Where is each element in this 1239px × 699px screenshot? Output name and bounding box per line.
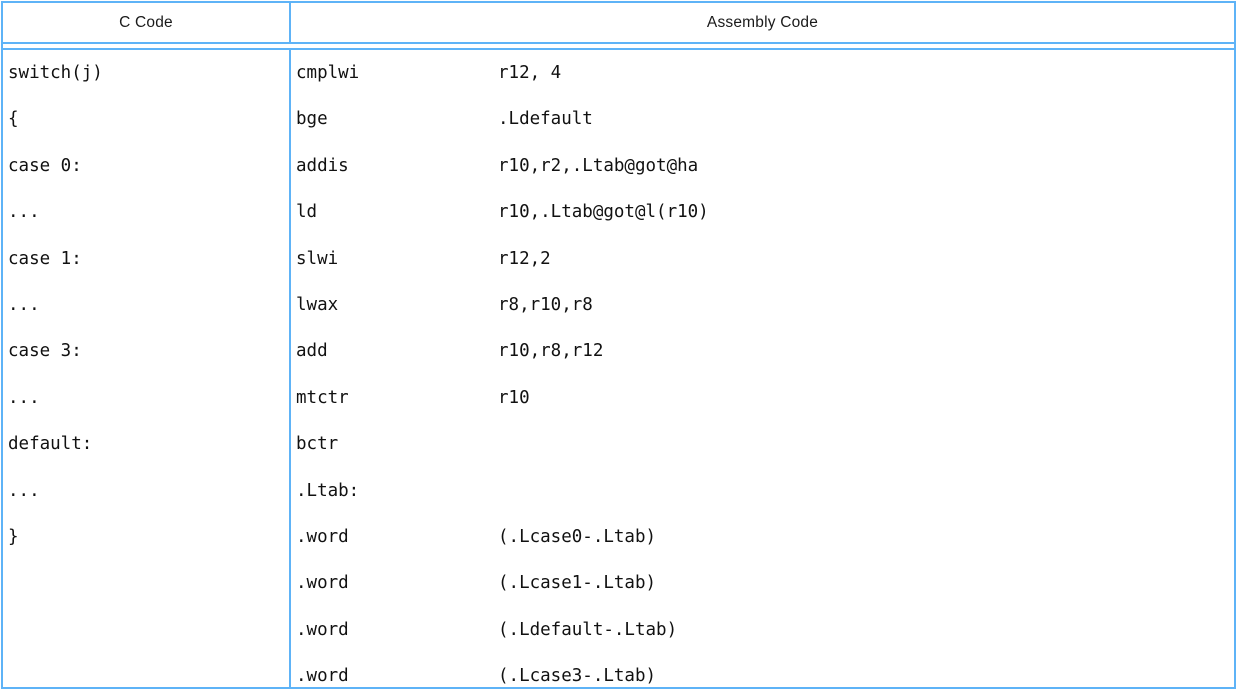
assembly-operand: (.Ldefault-.Ltab) [498,619,678,640]
assembly-operand: r12,2 [498,248,551,269]
assembly-line: slwi r12,2 [291,236,1234,282]
table-header-row: C Code Assembly Code [3,3,1234,42]
assembly-operand: (.Lcase0-.Ltab) [498,526,657,547]
assembly-mnemonic: ld [296,202,318,223]
assembly-operand: r10,.Ltab@got@l(r10) [498,202,709,223]
assembly-operand: r10,r8,r12 [498,341,604,362]
assembly-line: addis r10,r2,.Ltab@got@ha [291,143,1234,189]
c-code-line: ... [8,387,40,408]
assembly-line: bctr [291,421,1234,467]
assembly-mnemonic: .word [296,619,349,640]
assembly-operand: r12, 4 [498,63,562,83]
c-code-line: case 1: [8,248,82,269]
assembly-mnemonic: bctr [296,434,339,455]
assembly-line: cmplwi r12, 4 [291,50,1234,96]
assembly-line: mtctr r10 [291,375,1234,421]
header-separator-line-top [3,42,1234,44]
assembly-line: .word (.Lcase3-.Ltab) [291,653,1234,699]
assembly-code-column: cmplwi r12, 4 bge .Ldefault addis r10,r2… [291,50,1234,687]
assembly-mnemonic: mtctr [296,387,349,408]
assembly-operand: r10,r2,.Ltab@got@ha [498,155,699,176]
c-code-line: switch(j) [8,63,103,83]
assembly-mnemonic: .word [296,526,349,547]
column-header-assembly-code: Assembly Code [706,13,819,31]
assembly-mnemonic: .word [296,573,349,594]
assembly-line: .word (.Ldefault-.Ltab) [291,607,1234,653]
header-separator-double-rule [3,42,1234,50]
assembly-line: lwax r8,r10,r8 [291,282,1234,328]
c-code-line: case 0: [8,155,82,176]
table-body: switch(j) { case 0: ... case 1: ... case… [3,50,1234,687]
assembly-line: .Ltab: [291,468,1234,514]
column-header-c-code: C Code [3,3,291,42]
c-code-line: ... [8,202,40,223]
assembly-operand [498,468,1234,514]
assembly-line: ld r10,.Ltab@got@l(r10) [291,189,1234,235]
assembly-line: .word (.Lcase0-.Ltab) [291,514,1234,560]
assembly-operand: r10 [498,387,530,408]
assembly-line: .word (.Lcase1-.Ltab) [291,560,1234,606]
c-code-line: default: [8,434,93,455]
assembly-mnemonic: .Ltab: [296,480,360,501]
header-separator-line-bottom [3,48,1234,50]
c-code-line: ... [8,480,40,501]
c-code-line: ... [8,294,40,315]
assembly-line: add r10,r8,r12 [291,328,1234,374]
assembly-mnemonic: add [296,341,328,362]
assembly-mnemonic: addis [296,155,349,176]
assembly-operand: r8,r10,r8 [498,294,593,315]
assembly-line: bge .Ldefault [291,96,1234,142]
assembly-mnemonic: cmplwi [296,63,360,83]
assembly-operand: (.Lcase1-.Ltab) [498,573,657,594]
assembly-mnemonic: bge [296,109,328,130]
assembly-operand: (.Lcase3-.Ltab) [498,666,657,687]
assembly-operand: .Ldefault [498,109,593,130]
assembly-mnemonic: slwi [296,248,339,269]
c-code-line: } [8,526,19,547]
c-code-line: { [8,109,19,130]
assembly-mnemonic: .word [296,666,349,687]
c-code-column: switch(j) { case 0: ... case 1: ... case… [3,50,291,687]
assembly-operand [498,421,1234,467]
assembly-mnemonic: lwax [296,294,339,315]
c-code-line: case 3: [8,341,82,362]
